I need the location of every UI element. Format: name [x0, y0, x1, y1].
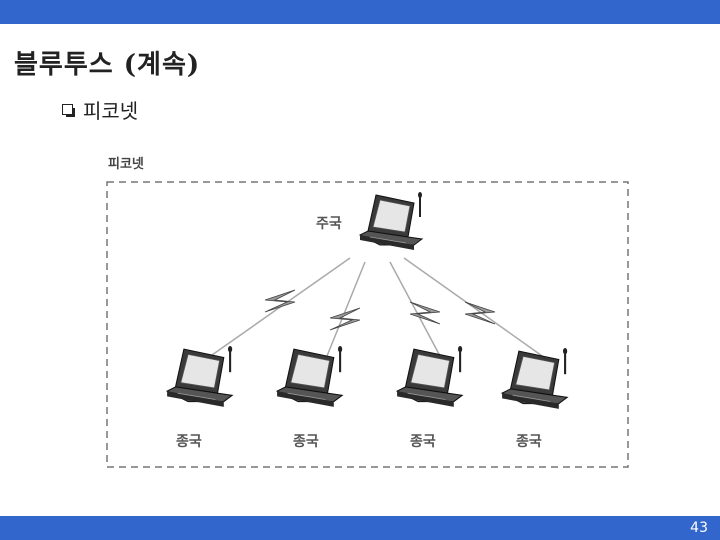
slave-label-4: 종국	[516, 434, 542, 450]
slave-device-icon-4	[502, 348, 567, 409]
slave-label-1: 종국	[176, 434, 202, 450]
piconet-boundary	[107, 182, 628, 467]
link-line-3	[390, 262, 440, 356]
page-number: 43	[690, 519, 708, 537]
link-line-2	[327, 262, 365, 356]
slave-device-icon-2	[277, 346, 342, 407]
master-device-icon	[360, 192, 422, 250]
piconet-group-label: 피코넷	[108, 157, 144, 172]
bottom-accent-bar	[0, 516, 720, 540]
lightning-bolt-icon	[265, 290, 295, 312]
slave-device-icon-3	[397, 346, 462, 407]
lightning-bolt-icon	[410, 302, 440, 324]
slave-label-3: 종국	[410, 434, 436, 450]
master-label: 주국	[316, 216, 342, 232]
slave-device-icon-1	[167, 346, 232, 407]
slave-label-2: 종국	[293, 434, 319, 450]
